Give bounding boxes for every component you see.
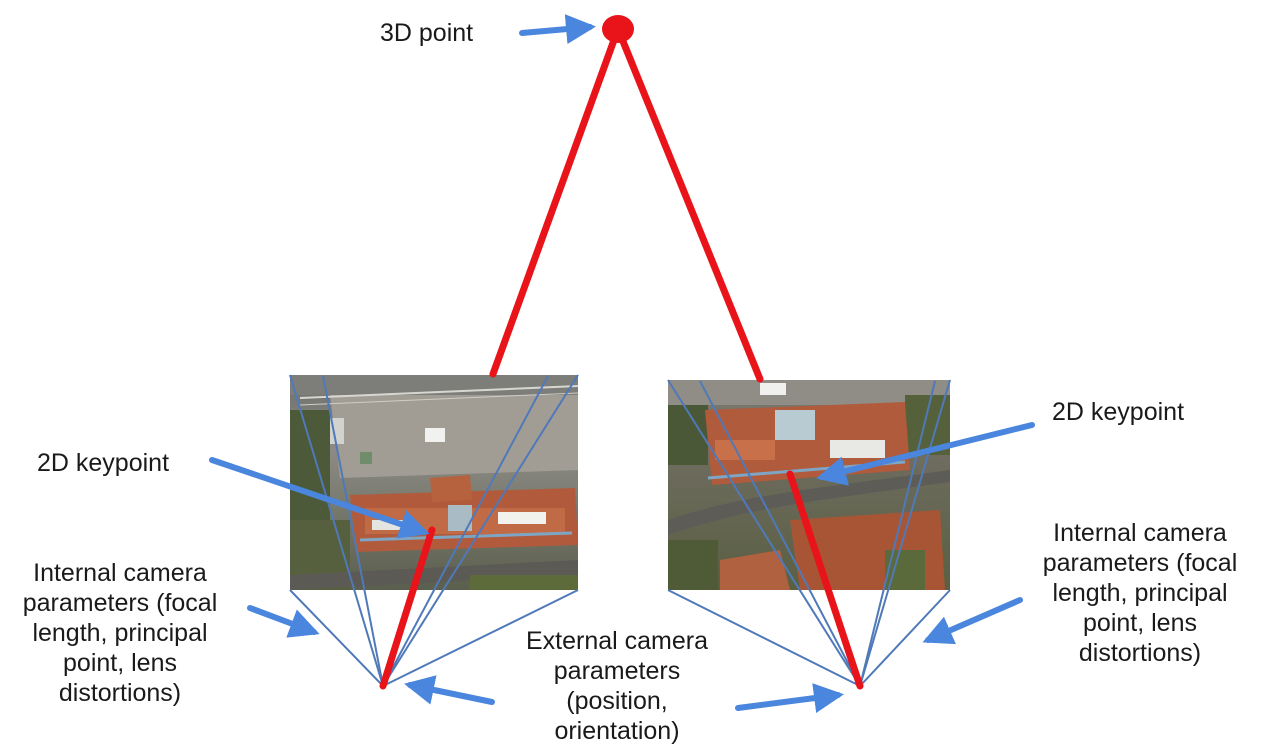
2d-keypoint-label-right: 2D keypoint <box>1052 398 1185 426</box>
arrow-internal-left <box>247 605 320 638</box>
left-aerial-image <box>290 375 579 590</box>
internal-right-line-5: distortions) <box>1078 639 1202 667</box>
2d-keypoint-label-left: 2D keypoint <box>37 449 170 477</box>
arrow-3d-point <box>519 14 596 45</box>
external-line-3: (position, <box>566 687 668 715</box>
internal-left-line-4: point, lens <box>63 649 177 677</box>
internal-left-line-2: parameters (focal <box>22 589 218 617</box>
3d-point-marker <box>602 15 634 43</box>
internal-camera-parameters-label-right: Internal camera parameters (focal length… <box>1024 518 1256 668</box>
internal-left-line-3: length, principal <box>32 619 208 647</box>
internal-left-line-1: Internal camera <box>33 559 207 587</box>
arrow-internal-right <box>922 597 1023 645</box>
internal-right-line-3: length, principal <box>1052 579 1228 607</box>
ray-right-lower <box>786 470 864 690</box>
ray-right-upper <box>614 25 764 383</box>
external-line-1: External camera <box>525 627 709 655</box>
ray-left-upper <box>489 25 622 378</box>
3d-point-label: 3D point <box>380 19 474 47</box>
right-camera-frustum <box>667 379 951 687</box>
projection-rays <box>379 25 864 690</box>
internal-right-line-1: Internal camera <box>1053 519 1227 547</box>
right-aerial-image <box>668 380 950 590</box>
internal-left-line-5: distortions) <box>58 679 182 707</box>
external-line-2: parameters <box>553 657 681 685</box>
arrow-external-right <box>735 683 844 713</box>
arrow-external-left <box>404 675 495 705</box>
external-line-4: orientation) <box>554 717 680 745</box>
arrow-keypoint-left <box>209 457 430 539</box>
arrow-keypoint-right <box>816 422 1035 486</box>
internal-right-line-2: parameters (focal <box>1042 549 1238 577</box>
external-camera-parameters-label: External camera parameters (position, or… <box>497 626 737 746</box>
left-camera-frustum <box>289 374 579 687</box>
internal-camera-parameters-label-left: Internal camera parameters (focal length… <box>0 558 240 708</box>
pointer-arrows <box>209 14 1035 713</box>
ray-left-lower <box>379 526 436 690</box>
internal-right-line-4: point, lens <box>1083 609 1197 637</box>
